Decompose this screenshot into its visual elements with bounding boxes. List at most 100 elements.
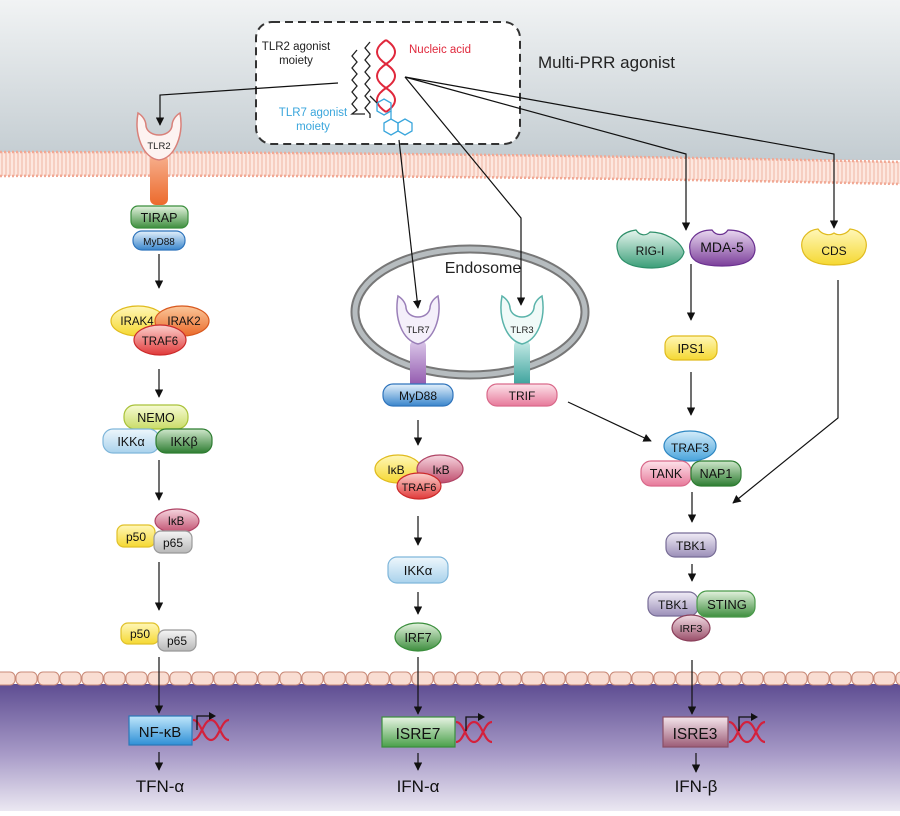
transcription-start-arrow-icon bbox=[465, 713, 485, 731]
ikk-beta-label: IKKβ bbox=[170, 435, 197, 449]
ikb-label-middle-2: IκB bbox=[432, 463, 449, 477]
nuclear-pore-bead bbox=[345, 671, 368, 686]
nucleic-acid-label: Nucleic acid bbox=[409, 44, 471, 56]
nuclear-pore-bead bbox=[257, 671, 280, 686]
agonist-arrows bbox=[155, 76, 839, 309]
traf6-label-middle: TRAF6 bbox=[402, 482, 437, 494]
ikb-traf6-complex: IκB IκB TRAF6 bbox=[374, 454, 464, 500]
tlr3-receptor: TLR3 bbox=[500, 294, 544, 390]
irf3-label: IRF3 bbox=[680, 623, 703, 635]
myd88-label-left: MyD88 bbox=[143, 237, 175, 248]
nuclear-pore-bead bbox=[37, 671, 60, 686]
rig-i-label: RIG-I bbox=[636, 244, 665, 258]
arrow-to-tlr3 bbox=[404, 76, 526, 306]
ips1-node: IPS1 bbox=[664, 335, 718, 361]
p65-label: p65 bbox=[163, 536, 183, 550]
nuclear-pore-bead bbox=[873, 671, 896, 686]
nuclear-pore-bead bbox=[213, 671, 236, 686]
nfkb-label: NF-κB bbox=[139, 724, 182, 741]
nuclear-envelope bbox=[0, 671, 900, 686]
nuclear-pore-bead bbox=[323, 671, 346, 686]
ikb-label-middle-1: IκB bbox=[387, 463, 404, 477]
ikk-alpha-node-middle: IKKα bbox=[387, 556, 449, 584]
multi-prr-agonist-title: Multi-PRR agonist bbox=[538, 53, 675, 72]
nuclear-pore-bead bbox=[367, 671, 390, 686]
nuclear-pore-bead bbox=[0, 671, 16, 686]
nfkb-gene: NF-κB bbox=[128, 712, 230, 746]
traf6-label-left: TRAF6 bbox=[142, 336, 178, 348]
irf7-label: IRF7 bbox=[404, 631, 431, 645]
endosome-label: Endosome bbox=[445, 260, 522, 277]
dna-icon bbox=[728, 720, 766, 744]
dna-icon bbox=[192, 718, 230, 742]
isre3-gene: ISRE3 bbox=[662, 713, 766, 748]
nuclear-pore-bead bbox=[411, 671, 434, 686]
tlr2-label: TLR2 bbox=[147, 141, 170, 152]
tlr2-moiety-label-line2: moiety bbox=[279, 55, 313, 67]
tlr7-label: TLR7 bbox=[406, 325, 429, 336]
isre7-box bbox=[381, 716, 456, 748]
ikk-alpha-label-middle: IKKα bbox=[404, 563, 433, 578]
tbk1-complex-label: TBK1 bbox=[658, 598, 688, 612]
nfkb-box bbox=[128, 715, 193, 746]
myd88-node-left: MyD88 bbox=[132, 230, 186, 251]
nuclear-pore-bead bbox=[477, 671, 500, 686]
irak-traf6-complex: IRAK4 IRAK2 TRAF6 bbox=[110, 305, 210, 356]
nuclear-pore-bead bbox=[851, 671, 874, 686]
arrow-cds-to-sting bbox=[732, 280, 839, 504]
tlr7-moiety-label-line1: TLR7 agonist bbox=[279, 107, 348, 119]
tlr2-receptor: TLR2 bbox=[136, 111, 182, 205]
traf3-label: TRAF3 bbox=[671, 441, 709, 455]
nuclear-pore-bead bbox=[741, 671, 764, 686]
nuclear-pore-bead bbox=[499, 671, 522, 686]
nuclear-pore-bead bbox=[785, 671, 808, 686]
p50-p65-dimer: p50 p65 bbox=[120, 622, 197, 652]
ikk-complex-left: NEMO IKKα IKKβ bbox=[102, 404, 213, 454]
irf7-node: IRF7 bbox=[394, 622, 442, 652]
tlr3-label: TLR3 bbox=[510, 325, 533, 336]
nuclear-pore-bead bbox=[719, 671, 742, 686]
arrow-to-tlr2 bbox=[155, 82, 339, 126]
nuclear-pore-bead bbox=[81, 671, 104, 686]
cds-sensor: CDS bbox=[801, 228, 867, 266]
tlr2-moiety-label-line1: TLR2 agonist bbox=[262, 41, 331, 53]
nuclear-pore-bead bbox=[455, 671, 478, 686]
ikk-alpha-label-left: IKKα bbox=[117, 435, 144, 449]
p50-dimer-label: p50 bbox=[130, 627, 150, 641]
nuclear-pore-bead bbox=[433, 671, 456, 686]
nuclear-pore-bead bbox=[15, 671, 38, 686]
isre3-box bbox=[662, 716, 729, 748]
nuclear-pore-bead bbox=[829, 671, 852, 686]
nuclear-pore-bead bbox=[279, 671, 302, 686]
nuclear-pore-bead bbox=[565, 671, 588, 686]
ips1-label: IPS1 bbox=[677, 342, 704, 356]
nuclear-pore-bead bbox=[521, 671, 544, 686]
isre7-gene: ISRE7 bbox=[381, 713, 493, 748]
rig-i-sensor: RIG-I bbox=[616, 229, 685, 269]
output-tfn-alpha: TFN-α bbox=[136, 777, 185, 796]
myd88-node-middle: MyD88 bbox=[382, 383, 454, 407]
nuclear-pore-bead bbox=[763, 671, 786, 686]
transcription-start-arrow-icon bbox=[196, 712, 216, 730]
arrow-trif-to-traf3 bbox=[567, 401, 652, 442]
lipid-chain-icon bbox=[364, 41, 371, 118]
mda-5-sensor: MDA-5 bbox=[689, 229, 756, 267]
lipid-chain-icon bbox=[350, 49, 365, 115]
cds-label: CDS bbox=[821, 244, 846, 258]
traf3-tank-nap1-complex: TRAF3 TANK NAP1 bbox=[640, 430, 742, 487]
nuclear-pore-bead bbox=[59, 671, 82, 686]
tlr7-moiety-label-line2: moiety bbox=[296, 121, 330, 133]
nuclear-pore-bead bbox=[675, 671, 698, 686]
nuclear-pore-bead bbox=[191, 671, 214, 686]
nuclear-pore-bead bbox=[169, 671, 192, 686]
isre7-label: ISRE7 bbox=[396, 726, 441, 743]
tirap-label: TIRAP bbox=[141, 211, 178, 225]
nuclear-pore-bead bbox=[301, 671, 324, 686]
nuclear-pore-bead bbox=[895, 671, 900, 686]
nuclear-pore-bead bbox=[389, 671, 412, 686]
irak2-label: IRAK2 bbox=[167, 316, 200, 328]
nucleic-acid-helix-icon bbox=[376, 39, 396, 113]
nemo-label: NEMO bbox=[137, 411, 175, 425]
